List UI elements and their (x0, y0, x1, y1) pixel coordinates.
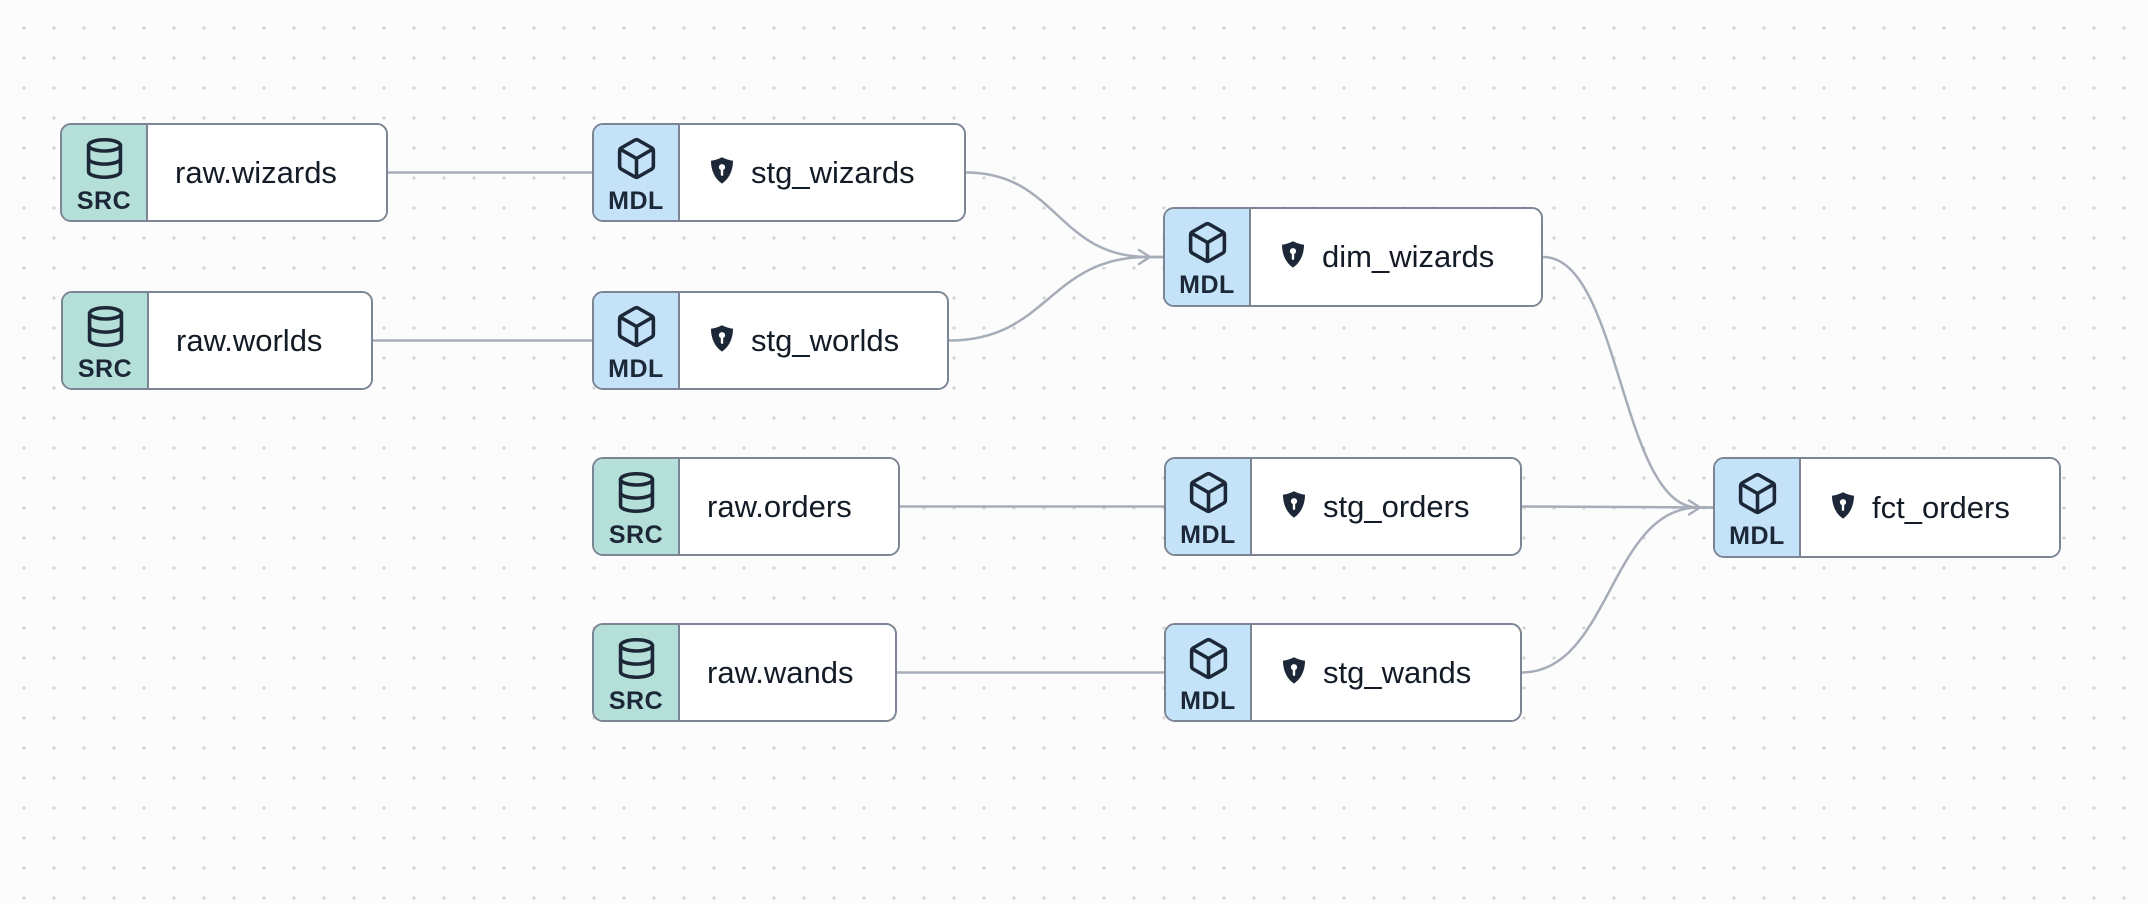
node-body: raw.wizards (148, 125, 386, 220)
node-body: stg_wands (1252, 625, 1520, 720)
node-label: fct_orders (1872, 489, 2010, 525)
badge-label: MDL (608, 186, 664, 215)
cube-icon (1186, 470, 1231, 520)
shield-icon (707, 324, 737, 358)
edge-stg_wizards-to-dim_wizards (964, 171, 1165, 259)
badge-label: SRC (76, 186, 132, 215)
badge-label: SRC (608, 686, 664, 715)
badge-label: MDL (608, 354, 664, 383)
node-label: raw.orders (707, 488, 852, 524)
node-label: stg_orders (1323, 488, 1470, 524)
node-fct_orders[interactable]: MDL fct_orders (1713, 457, 2061, 558)
node-dim_wizards[interactable]: MDL dim_wizards (1163, 207, 1543, 307)
node-type-badge: MDL (594, 293, 680, 388)
edge-stg_orders-to-fct_orders (1520, 505, 1715, 509)
cube-icon (614, 136, 659, 186)
badge-label: MDL (1179, 271, 1235, 299)
node-type-badge: MDL (1165, 209, 1251, 305)
badge-label: SRC (608, 520, 664, 549)
badge-label: MDL (1180, 686, 1236, 715)
database-icon (83, 304, 128, 354)
node-stg_wands[interactable]: MDL stg_wands (1164, 623, 1522, 722)
shield-icon (1828, 491, 1858, 525)
cube-icon (1185, 220, 1230, 270)
node-body: raw.orders (680, 459, 898, 554)
database-icon (614, 470, 659, 520)
node-type-badge: SRC (63, 293, 149, 388)
edge-dim_wizards-to-fct_orders (1541, 255, 1715, 509)
node-raw_wizards[interactable]: SRC raw.wizards (60, 123, 388, 222)
cube-icon (1186, 636, 1231, 686)
node-raw_orders[interactable]: SRC raw.orders (592, 457, 900, 556)
shield-icon (1279, 656, 1309, 690)
cube-icon (1735, 471, 1780, 521)
node-stg_worlds[interactable]: MDL stg_worlds (592, 291, 949, 390)
node-body: raw.worlds (149, 293, 371, 388)
node-label: raw.wands (707, 654, 854, 690)
shield-icon (1279, 490, 1309, 524)
node-type-badge: MDL (594, 125, 680, 220)
node-label: stg_wands (1323, 654, 1472, 690)
node-stg_wizards[interactable]: MDL stg_wizards (592, 123, 966, 222)
badge-label: MDL (1180, 520, 1236, 549)
node-type-badge: MDL (1715, 459, 1801, 556)
badge-label: SRC (77, 354, 133, 383)
node-type-badge: MDL (1166, 625, 1252, 720)
arrowhead-icon (1687, 499, 1702, 516)
node-type-badge: MDL (1166, 459, 1252, 554)
node-raw_worlds[interactable]: SRC raw.worlds (61, 291, 373, 390)
badge-label: MDL (1729, 521, 1785, 550)
node-body: raw.wands (680, 625, 895, 720)
database-icon (82, 136, 127, 186)
node-body: stg_orders (1252, 459, 1520, 554)
node-body: dim_wizards (1251, 209, 1541, 305)
node-type-badge: SRC (594, 625, 680, 720)
node-body: stg_wizards (680, 125, 964, 220)
node-body: fct_orders (1801, 459, 2059, 556)
node-type-badge: SRC (62, 125, 148, 220)
node-body: stg_worlds (680, 293, 947, 388)
node-type-badge: SRC (594, 459, 680, 554)
node-raw_wands[interactable]: SRC raw.wands (592, 623, 897, 722)
node-label: stg_wizards (751, 154, 915, 190)
edge-stg_worlds-to-dim_wizards (947, 255, 1165, 342)
database-icon (614, 636, 659, 686)
node-label: raw.worlds (176, 322, 323, 358)
shield-icon (1278, 240, 1308, 274)
node-label: stg_worlds (751, 322, 900, 358)
cube-icon (614, 304, 659, 354)
edge-stg_wands-to-fct_orders (1520, 506, 1715, 674)
node-stg_orders[interactable]: MDL stg_orders (1164, 457, 1522, 556)
arrowhead-icon (1137, 248, 1152, 266)
shield-icon (707, 156, 737, 190)
node-label: dim_wizards (1322, 239, 1495, 274)
node-label: raw.wizards (175, 154, 337, 190)
